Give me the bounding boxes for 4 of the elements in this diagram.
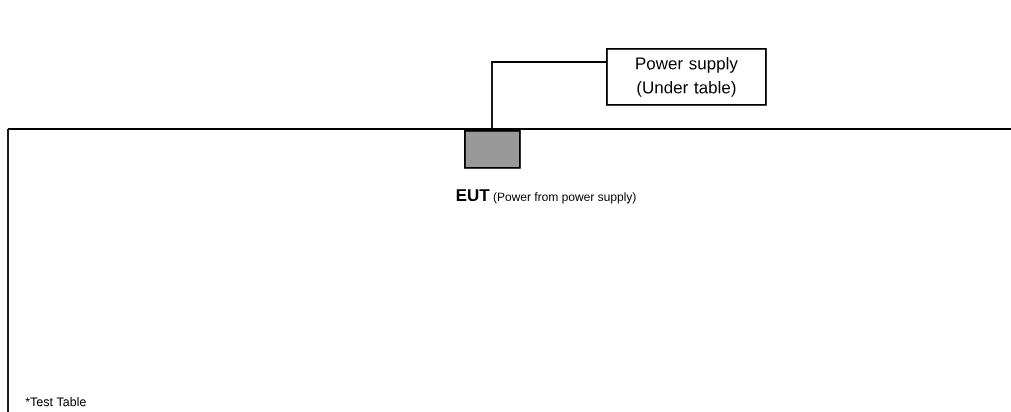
connector-line [491,61,607,131]
device-box [464,130,521,169]
power-supply-box: Power supply (Under table) [606,48,767,106]
node-label: EUT (Power from power supply) [456,189,636,204]
